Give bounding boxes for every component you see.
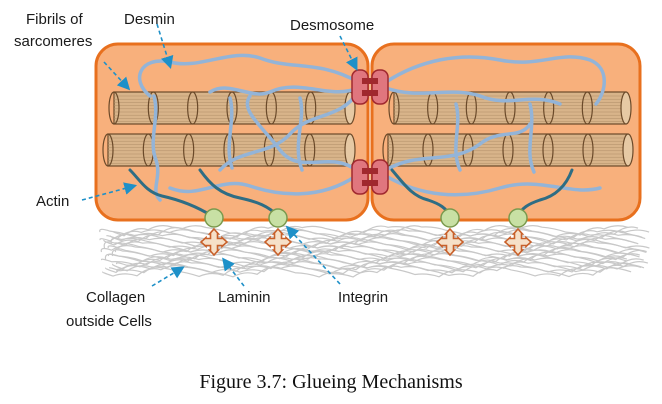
laminin-cross	[435, 227, 465, 257]
integrin-circle	[440, 208, 460, 228]
collagen-fiber	[116, 265, 632, 278]
integrins	[204, 208, 528, 228]
desmin-filament	[296, 96, 304, 172]
collagen-fiber	[114, 237, 630, 250]
laminin-cross	[199, 227, 229, 257]
collagen-fiber	[110, 229, 650, 242]
desmin-filaments	[138, 53, 606, 202]
desmin-filament	[138, 53, 360, 98]
desmin-filament	[151, 94, 162, 202]
label-fibrils-line2: sarcomeres	[14, 33, 92, 50]
label-desmin: Desmin	[124, 11, 175, 28]
desmin-filament	[454, 102, 462, 172]
label-integrin: Integrin	[338, 289, 388, 306]
label-actin: Actin	[36, 193, 69, 210]
desmin-filament	[384, 174, 602, 197]
actin-filament	[198, 168, 280, 218]
callout-desmin	[156, 23, 174, 70]
desmin-filament	[384, 122, 532, 172]
collagen-fiber	[113, 225, 629, 238]
actin-filament	[128, 168, 214, 218]
label-collagen-line2: outside Cells	[66, 313, 152, 330]
desmosome-top	[351, 69, 389, 105]
callout-actin	[81, 182, 138, 201]
callout-fibrils	[103, 61, 131, 91]
label-collagen-line1: Collagen	[86, 289, 145, 306]
integrin-circle	[268, 208, 288, 228]
laminin-cross	[503, 227, 533, 257]
laminins	[199, 227, 533, 257]
desmin-filament	[384, 86, 562, 106]
desmin-filament	[528, 102, 536, 174]
desmin-filament	[245, 94, 358, 172]
desmin-filament	[168, 174, 358, 196]
integrin-circle	[508, 208, 528, 228]
collagen-fiber	[104, 253, 644, 266]
collagen-fiber	[105, 261, 645, 274]
fibril	[382, 133, 634, 167]
desmin-filament	[227, 96, 234, 170]
callout-desmosome	[339, 35, 358, 71]
callout-integrin	[285, 225, 341, 285]
collagen-fiber	[114, 245, 630, 258]
collagen-fiber	[107, 249, 647, 262]
label-desmosome: Desmosome	[290, 17, 374, 34]
integrin-circle	[204, 208, 224, 228]
cell-right	[370, 42, 642, 222]
desmin-filament	[208, 85, 360, 96]
label-laminin: Laminin	[218, 289, 271, 306]
desmin-filament	[218, 90, 360, 172]
figure-caption: Figure 3.7: Glueing Mechanisms	[199, 371, 463, 393]
collagen-fibers	[99, 225, 650, 278]
desmin-filament	[384, 55, 606, 106]
collagen-fiber	[100, 253, 640, 266]
desmosome-bottom	[351, 159, 389, 195]
label-fibrils-line1: Fibrils of	[26, 11, 84, 28]
collagen-fiber	[99, 233, 639, 246]
callout-collagen	[151, 266, 185, 287]
collagen-fiber	[100, 245, 640, 258]
callout-arrows	[81, 23, 358, 287]
callout-laminin	[222, 257, 245, 287]
fibril	[388, 91, 632, 125]
